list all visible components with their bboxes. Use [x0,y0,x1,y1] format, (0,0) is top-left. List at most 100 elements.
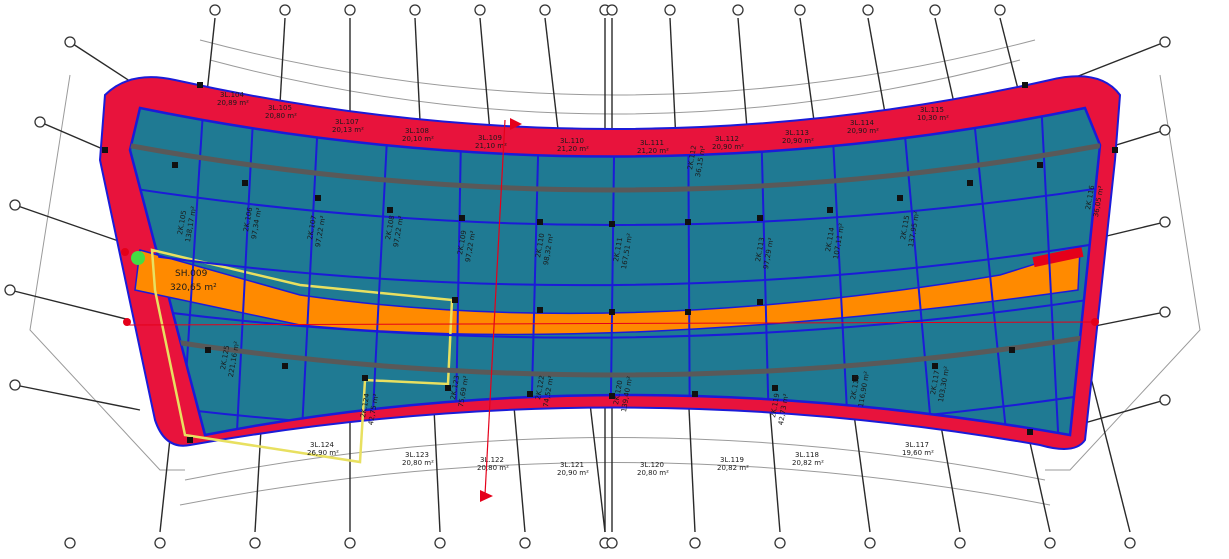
marker-right [1091,318,1099,326]
perimeter-label-name: 3L.115 [920,106,944,114]
grid-bubble [1159,216,1171,228]
grid-bubble [794,4,806,16]
perimeter-label-area: 20,90 m² [557,469,589,477]
perimeter-label-area: 20,90 m² [847,127,879,135]
grid-bubble [864,537,876,549]
grid-bubble [344,537,356,549]
perimeter-label-name: 3L.104 [220,91,244,99]
perimeter-label-area: 20,80 m² [477,464,509,472]
column-node [609,221,615,227]
grid-axis-line [14,384,141,411]
grid-axis-line [14,204,131,246]
partition-line [234,108,256,435]
grid-bubble [606,537,618,549]
horizontal-section-line [127,321,1096,326]
column-node [197,82,203,88]
corridor-label-line1: SH.009 [175,269,208,279]
corridor-label-line2: 320,65 m² [170,283,217,293]
grid-bubble [664,4,676,16]
grid-bubbles [4,4,1171,549]
column-node [967,180,973,186]
grid-bubble [34,116,46,128]
perimeter-label-area: 20,80 m² [265,112,297,120]
column-node [757,215,763,221]
grid-axis-line [9,289,131,321]
grid-bubble [994,4,1006,16]
partition-line [1039,108,1061,435]
perimeter-label-area: 20,90 m² [782,137,814,145]
perimeter-label-area: 20,10 m² [402,135,434,143]
perimeter-label-area: 21,20 m² [557,145,589,153]
perimeter-label-area: 20,82 m² [717,464,749,472]
partition-line [130,239,1100,287]
column-node [242,180,248,186]
red-accent-bar [1032,246,1084,268]
perimeter-label-name: 3L.109 [478,134,502,142]
grid-bubble [1124,537,1136,549]
corridor-label: SH.009 320,65 m² [170,269,217,293]
column-node [685,219,691,225]
column-node [445,385,451,391]
perimeter-label-name: 3L.120 [640,461,664,469]
column-node [692,391,698,397]
perimeter-label-area: 20,80 m² [637,469,669,477]
column-node [459,215,465,221]
column-node [1112,147,1118,153]
grid-bubble [1044,537,1056,549]
perimeter-label-name: 3L.122 [480,456,504,464]
marker-top-left [121,248,129,256]
section-flag-top [510,118,522,130]
column-node [685,309,691,315]
marker-left [123,318,131,326]
grid-bubble [862,4,874,16]
perimeter-label-name: 3L.121 [560,461,584,469]
perimeter-label-name: 3L.107 [335,118,359,126]
section-flag-bottom [480,490,493,502]
column-node [932,363,938,369]
column-node [1037,162,1043,168]
grid-bubble [519,537,531,549]
column-node [1009,347,1015,353]
perimeter-label-area: 20,80 m² [402,459,434,467]
section-line [480,118,522,502]
perimeter-label-name: 3L.105 [268,104,292,112]
grid-bubble [732,4,744,16]
column-node [102,147,108,153]
partition-line [299,108,321,435]
grid-bubble [64,36,76,48]
perimeter-label-name: 3L.118 [795,451,819,459]
grid-bubble [774,537,786,549]
column-node [537,307,543,313]
column-node [609,309,615,315]
column-node [1022,82,1028,88]
grid-bubble [344,4,356,16]
perimeter-label-name: 3L.124 [310,441,334,449]
column-node [772,385,778,391]
inner-zone [128,106,1102,437]
perimeter-label-area: 20,89 m² [217,99,249,107]
grid-bubble [9,199,21,211]
column-node [315,195,321,201]
perimeter-label-name: 3L.119 [720,456,744,464]
grid-bubble [434,537,446,549]
column-node [282,363,288,369]
green-marker [131,251,145,265]
grid-bubble [1159,306,1171,318]
perimeter-label-name: 3L.110 [560,137,584,145]
grid-bubble [4,284,16,296]
perimeter-label-area: 20,13 m² [332,126,364,134]
perimeter-label-name: 3L.108 [405,127,429,135]
grid-bubble [929,4,941,16]
grid-bubble [9,379,21,391]
column-node [362,375,368,381]
column-node [452,297,458,303]
grid-bubble [954,537,966,549]
site-outline [29,39,1201,506]
column-node [757,299,763,305]
column-node [205,347,211,353]
perimeter-label-name: 3L.111 [640,139,664,147]
column-node [852,375,858,381]
column-node [172,162,178,168]
